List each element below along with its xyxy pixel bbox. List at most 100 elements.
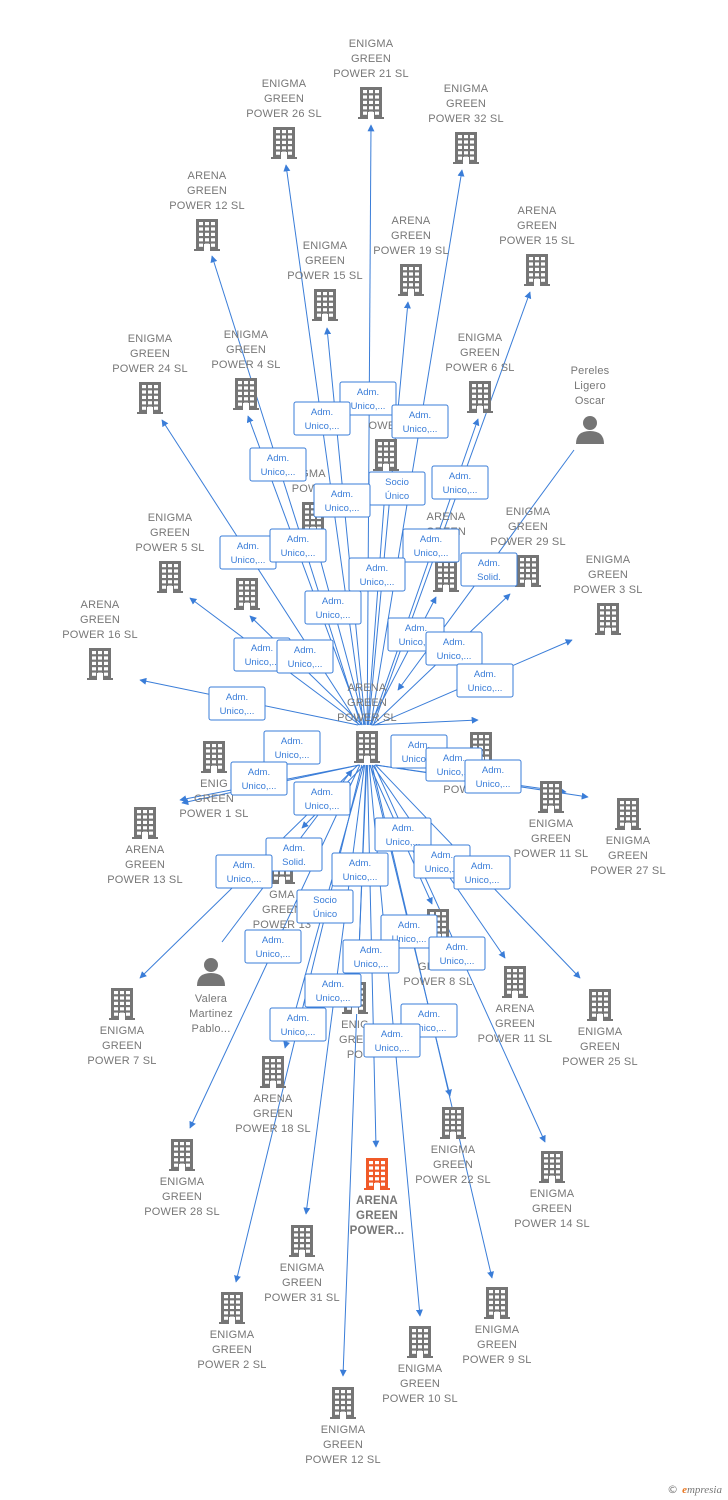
relation-label[interactable]: Adm.Unico,... [244,929,302,964]
relation-label[interactable]: Adm.Unico,... [269,528,327,563]
relation-label[interactable]: Adm.Unico,... [263,730,321,765]
node-label: GREEN [125,859,165,871]
node-label: POWER 22 SL [415,1174,491,1186]
relation-label[interactable]: Adm.Unico,... [249,447,307,482]
node-label: ENIGMA [224,329,269,341]
relation-label[interactable]: Adm.Unico,... [208,686,266,721]
relation-label[interactable]: Adm.Unico,... [425,631,483,666]
relation-label[interactable]: Adm.Unico,... [276,639,334,674]
relation-label[interactable]: Adm.Unico,... [339,381,397,416]
node-label: POWER 1 SL [179,808,248,820]
node-label: POWER 10 SL [382,1393,458,1405]
relation-text: Adm. [409,410,431,421]
node-label: POWER 9 SL [462,1354,531,1366]
relation-label[interactable]: Adm.Unico,... [374,817,432,852]
node-label: POWER 15 SL [499,235,575,247]
relation-text: Único [385,491,409,502]
node-label: ENIGMA [586,554,631,566]
relation-label[interactable]: Adm.Solid. [265,837,323,872]
relation-label[interactable]: Adm.Unico,... [391,404,449,439]
relation-text: Adm. [392,823,414,834]
relation-label[interactable]: Adm.Unico,... [456,663,514,698]
relation-text: Adm. [366,563,388,574]
relation-label[interactable]: Adm.Unico,... [331,852,389,887]
building-icon [502,966,528,998]
relation-label[interactable]: Adm.Unico,... [431,465,489,500]
relation-label[interactable]: Adm.Unico,... [230,761,288,796]
relation-text: Unico,... [261,467,296,478]
relation-label[interactable]: Adm.Unico,... [304,973,362,1008]
relation-label[interactable]: Adm.Unico,... [219,535,277,570]
relation-label[interactable]: Adm.Unico,... [428,936,486,971]
relation-label[interactable]: Adm.Unico,... [453,855,511,890]
relation-label[interactable]: Adm.Unico,... [269,1007,327,1042]
relation-label[interactable]: Adm.Unico,... [293,781,351,816]
relation-label[interactable]: Adm.Unico,... [342,939,400,974]
brand-footer[interactable]: ©empresia [667,1483,722,1496]
relation-label[interactable]: Adm.Unico,... [304,590,362,625]
relation-text: Adm. [449,471,471,482]
building-icon [201,741,227,773]
relation-label[interactable]: Adm.Unico,... [363,1023,421,1058]
node-label: Pereles [571,365,610,377]
relation-text: Solid. [282,857,306,868]
node-focus[interactable]: ARENAGREENPOWER... [350,1158,405,1237]
node-valera[interactable]: ValeraMartinezPablo... [189,958,233,1035]
edge-eg24 [161,419,360,726]
node-label: GREEN [282,1277,322,1289]
node-label: GREEN [226,344,266,356]
node-label: POWER 11 SL [478,1033,553,1045]
relation-label[interactable]: Adm.Unico,... [293,401,351,436]
node-label: ENIGMA [160,1176,205,1188]
relation-label[interactable]: Adm.Unico,... [313,483,371,518]
relation-label[interactable]: Adm.Solid. [460,552,518,587]
relation-label[interactable]: Adm.Unico,... [215,854,273,889]
relation-label[interactable]: Adm.Unico,... [464,759,522,794]
relation-text: Unico,... [414,548,449,559]
building-icon [373,439,399,471]
relation-text: Unico,... [465,875,500,886]
building-icon [194,219,220,251]
node-label: GREEN [517,220,557,232]
building-icon [354,731,380,763]
relation-label[interactable]: Adm.Unico,... [348,557,406,592]
node-label: GREEN [194,793,234,805]
relation-label[interactable]: Adm.Unico,... [402,528,460,563]
node-label: Martinez [189,1008,233,1020]
edge-ag19 [368,301,411,726]
